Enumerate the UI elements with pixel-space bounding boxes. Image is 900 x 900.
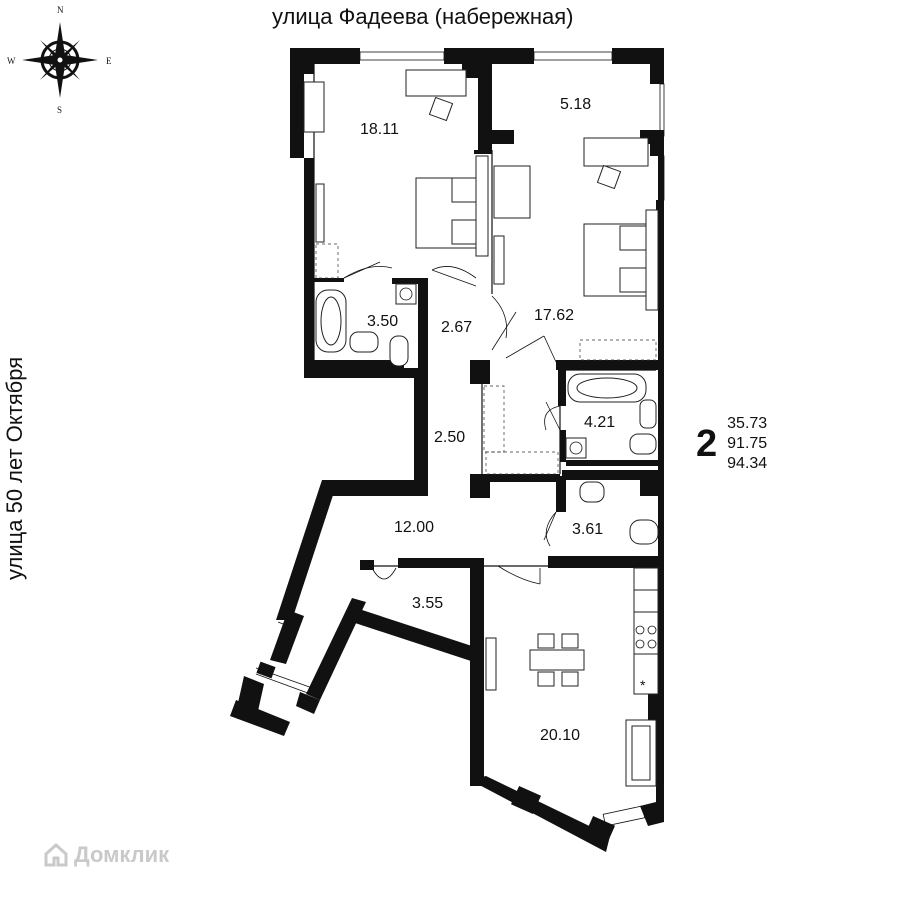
street-name-top: улица Фадеева (набережная) (272, 4, 574, 29)
room-area-storage: 3.55 (412, 595, 443, 612)
room-area-bathroom-2: 4.21 (584, 414, 615, 431)
compass-icon (22, 22, 98, 98)
washing-machine-icon (395, 283, 417, 305)
pillow-icon (619, 225, 651, 251)
nightstand-icon (645, 209, 659, 311)
chair-icon (537, 633, 555, 649)
apartment-summary: 2 35.73 91.75 94.34 (696, 414, 767, 474)
walls (230, 48, 664, 852)
desk-icon (405, 69, 467, 97)
pillow-icon (619, 267, 651, 293)
compass-west: W (7, 56, 16, 66)
watermark: Домклик (44, 842, 169, 868)
compass-south: S (57, 105, 62, 115)
furniture: * (303, 69, 659, 787)
room-area-balcony-top: 5.18 (560, 96, 591, 113)
watermark-text: Домклик (74, 842, 170, 867)
rooms-count: 2 (696, 423, 718, 465)
room-area-corridor: 12.00 (394, 519, 434, 536)
washing-machine-icon (565, 437, 587, 459)
toilet-icon (629, 519, 659, 545)
sink-icon (579, 481, 605, 503)
closet-icon (579, 339, 657, 361)
total-area: 91.75 (727, 435, 768, 452)
room-labels: 18.11 5.18 3.50 2.67 17.62 2.50 4.21 12.… (360, 96, 615, 744)
closet-icon (315, 243, 339, 279)
tv-stand-icon (485, 637, 497, 691)
sink-icon (633, 589, 659, 613)
room-area-bathroom-1: 3.50 (367, 313, 398, 330)
chair-icon (561, 633, 579, 649)
toilet-icon (629, 433, 657, 455)
chair-icon (596, 164, 622, 190)
dining-table-icon (529, 649, 585, 671)
house-logo-icon (44, 842, 68, 867)
chair-icon (537, 671, 555, 687)
room-area-hall-1: 2.67 (441, 319, 472, 336)
sink-icon (639, 399, 657, 429)
cabinet-icon (633, 653, 659, 695)
room-area-wc: 3.61 (572, 521, 603, 538)
armchair-icon (493, 165, 531, 219)
compass-east: E (106, 56, 112, 66)
chair-icon (561, 671, 579, 687)
nightstand-icon (475, 155, 489, 257)
armchair-icon (303, 81, 325, 133)
wardrobe-icon (315, 183, 325, 243)
room-area-bedroom-1: 18.11 (360, 121, 399, 138)
chair-icon (428, 96, 454, 122)
compass-north: N (57, 5, 64, 15)
total-area-with-balcony: 94.34 (727, 455, 768, 472)
room-area-bedroom-2: 17.62 (534, 307, 574, 324)
fridge-icon (633, 567, 659, 591)
room-area-kitchen-living: 20.10 (540, 727, 580, 744)
living-area: 35.73 (727, 415, 768, 432)
svg-text:*: * (640, 677, 646, 693)
desk-icon (583, 137, 649, 167)
area-summary: 35.73 91.75 94.34 (727, 414, 767, 474)
wardrobe-icon (493, 235, 505, 285)
room-area-wardrobe: 2.50 (434, 429, 465, 446)
toilet-icon (389, 335, 409, 367)
sink-icon (349, 331, 379, 353)
